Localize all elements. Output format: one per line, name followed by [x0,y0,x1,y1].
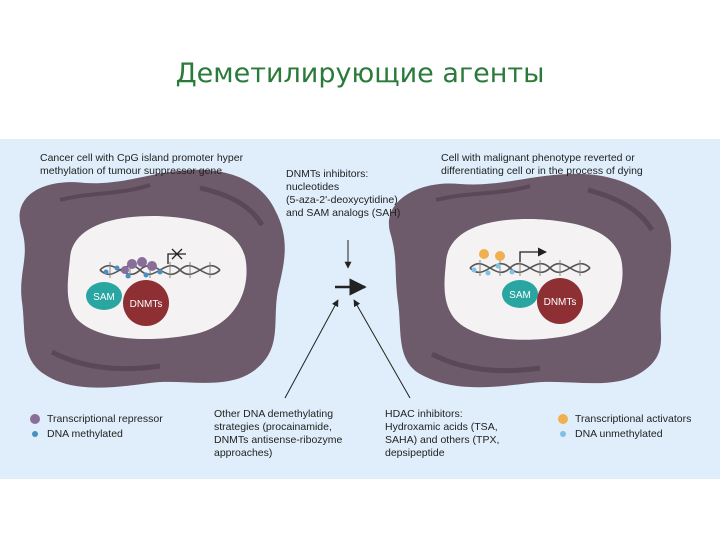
arrow-other-strategies [284,299,339,399]
methyl-groups [103,265,163,279]
label-other-strategies: Other DNA demethylating strategies (proc… [214,408,343,459]
dnmts-enzyme-right: DNMTs [537,278,583,324]
legend-item-methylated: DNA methylated [30,428,123,440]
unmethylated-swatch-icon [560,431,566,437]
unmethylated-dna-helix [469,260,591,276]
legend-label: DNA methylated [47,428,123,440]
legend-label: Transcriptional repressor [47,413,163,425]
slide-title: Деметилирующие агенты [175,58,545,89]
legend-label: DNA unmethylated [575,428,663,440]
unmethylated-sites [471,263,515,276]
sam-enzyme-right: SAM [502,280,538,308]
legend-item-repressor: Transcriptional repressor [30,413,163,425]
svg-text:SAM: SAM [509,290,531,301]
svg-text:DNMTs: DNMTs [544,297,577,308]
dnmts-enzyme-left: DNMTs [123,280,169,326]
reverted-cell: SAM DNMTs [388,173,672,388]
sam-enzyme-left: SAM [86,282,122,310]
legend-item-activators: Transcriptional activators [558,413,691,425]
label-reverted-cell: Cell with malignant phenotype reverted o… [441,152,643,177]
cancer-cell: SAM DNMTs [19,169,285,388]
svg-text:DNMTs: DNMTs [130,299,163,310]
activator-swatch-icon [558,414,568,424]
nucleus [444,218,623,340]
label-dnmt-inhibitors: DNMTs inhibitors: nucleotides (5-aza-2'-… [286,168,401,219]
transcriptional-activators [479,249,505,261]
arrow-hdac-inhibitors [353,299,411,399]
svg-text:SAM: SAM [93,292,115,303]
blocked-transcription-mark [167,248,186,264]
legend-label: Transcriptional activators [575,413,692,425]
repressor-swatch-icon [30,414,40,424]
active-transcription-arrow [519,247,547,262]
legend-item-unmethylated: DNA unmethylated [558,428,663,440]
methylated-swatch-icon [32,431,38,437]
label-cancer-cell: Cancer cell with CpG island promoter hyp… [40,152,244,177]
label-hdac-inhibitors: HDAC inhibitors: Hydroxamic acids (TSA, … [385,408,500,459]
transcriptional-repressors [121,257,157,274]
